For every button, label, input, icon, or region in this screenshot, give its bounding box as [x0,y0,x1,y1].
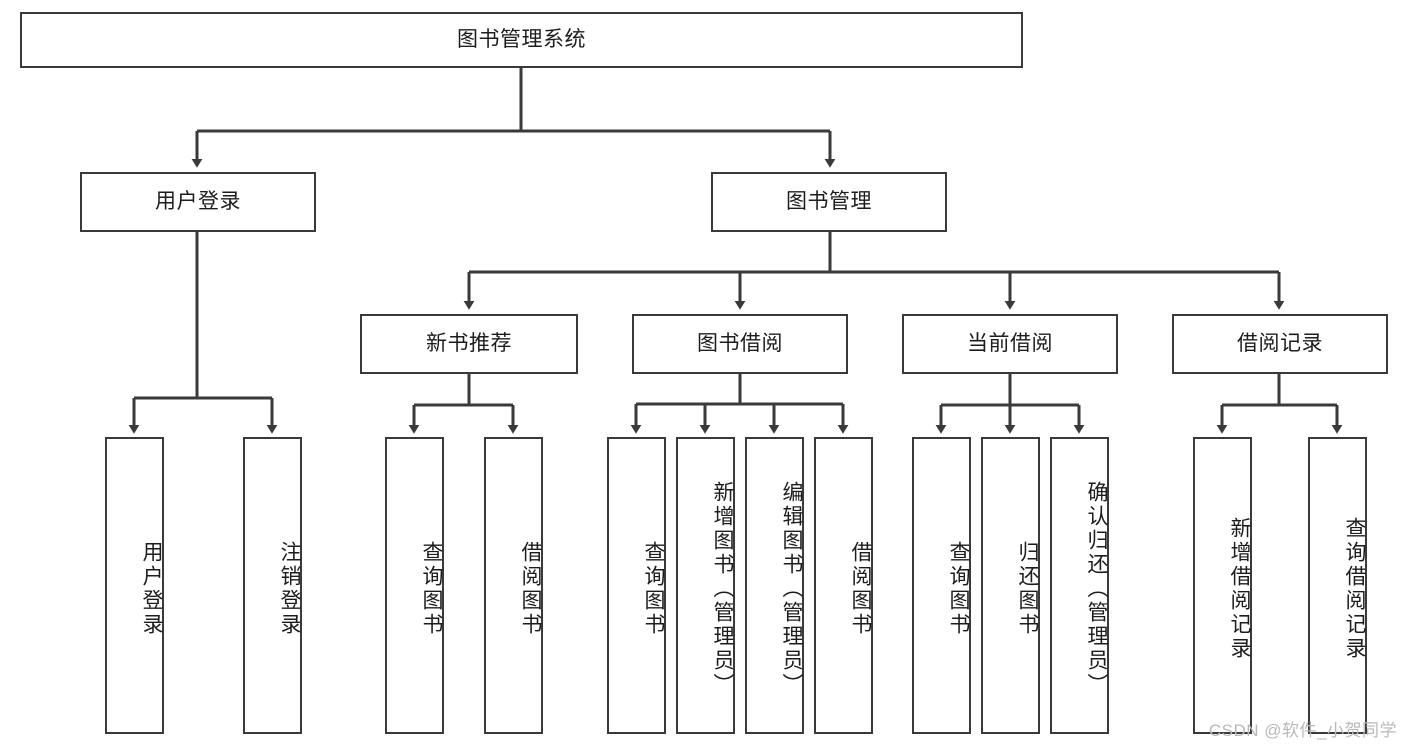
node-user-login-label: 用户登录 [155,189,241,213]
node-root[interactable]: 图书管理系统 [20,12,1023,68]
node-leaf-user-login[interactable]: 用户登录 [105,437,164,734]
node-leaf-confirm-return-label: 确认归还（管理员） [1085,480,1108,697]
node-leaf-logout-label: 注销登录 [278,540,301,637]
node-new-book-recommend[interactable]: 新书推荐 [360,314,578,374]
node-leaf-query-record[interactable]: 查询借阅记录 [1308,437,1367,734]
node-leaf-return-book[interactable]: 归还图书 [981,437,1040,734]
node-current-borrow-label: 当前借阅 [967,331,1053,355]
node-book-borrow[interactable]: 图书借阅 [632,314,848,374]
node-borrow-record-label: 借阅记录 [1237,331,1323,355]
node-leaf-query-book-2[interactable]: 查询图书 [607,437,666,734]
node-leaf-add-record-label: 新增借阅记录 [1228,516,1251,661]
node-leaf-edit-book-label: 编辑图书（管理员） [780,480,803,697]
node-leaf-borrow-book-2[interactable]: 借阅图书 [814,437,873,734]
node-book-manage[interactable]: 图书管理 [711,172,947,232]
node-leaf-query-record-label: 查询借阅记录 [1343,516,1366,661]
node-leaf-add-book-label: 新增图书（管理员） [711,480,734,697]
node-leaf-return-book-label: 归还图书 [1016,540,1039,637]
node-current-borrow[interactable]: 当前借阅 [902,314,1118,374]
node-borrow-record[interactable]: 借阅记录 [1172,314,1388,374]
node-leaf-borrow-book-2-label: 借阅图书 [849,540,872,637]
node-leaf-edit-book[interactable]: 编辑图书（管理员） [745,437,804,734]
node-leaf-query-book-3[interactable]: 查询图书 [912,437,971,734]
node-leaf-query-book-1-label: 查询图书 [420,540,443,637]
node-leaf-borrow-book-1[interactable]: 借阅图书 [484,437,543,734]
node-leaf-user-login-label: 用户登录 [140,540,163,637]
node-leaf-query-book-2-label: 查询图书 [642,540,665,637]
node-root-label: 图书管理系统 [457,27,586,51]
node-leaf-confirm-return[interactable]: 确认归还（管理员） [1050,437,1109,734]
node-user-login[interactable]: 用户登录 [80,172,316,232]
node-leaf-add-book[interactable]: 新增图书（管理员） [676,437,735,734]
node-new-book-recommend-label: 新书推荐 [426,331,512,355]
node-leaf-logout[interactable]: 注销登录 [243,437,302,734]
node-book-borrow-label: 图书借阅 [697,331,783,355]
watermark: CSDN @软件_小贺同学 [1208,721,1397,740]
node-leaf-borrow-book-1-label: 借阅图书 [519,540,542,637]
node-book-manage-label: 图书管理 [786,189,872,213]
node-leaf-query-book-3-label: 查询图书 [947,540,970,637]
node-leaf-add-record[interactable]: 新增借阅记录 [1193,437,1252,734]
node-leaf-query-book-1[interactable]: 查询图书 [385,437,444,734]
